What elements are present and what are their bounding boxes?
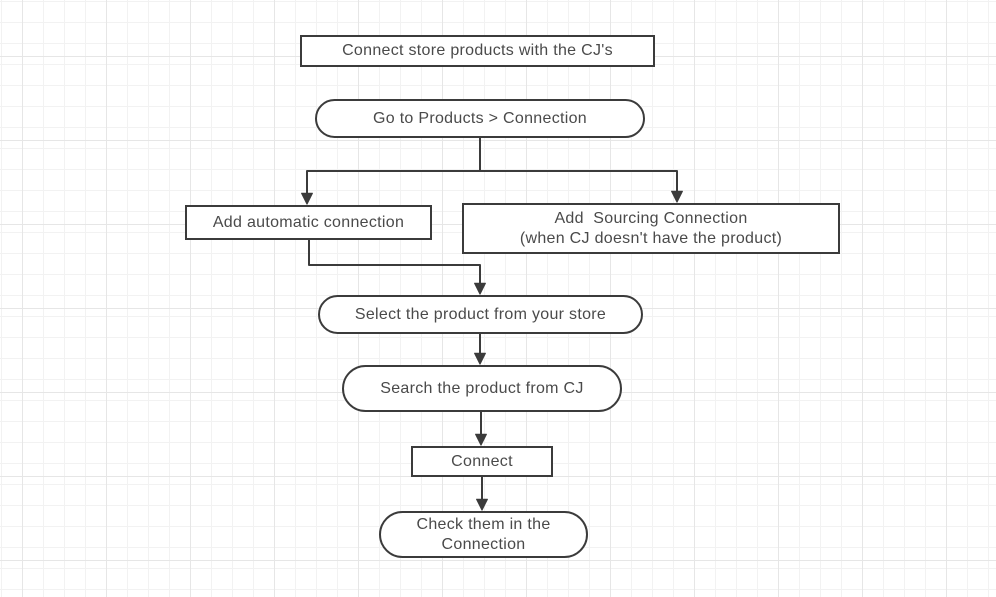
node-connect-store-title: Connect store products with the CJ's	[300, 35, 655, 67]
edge-goto-to-sourcing	[480, 170, 683, 203]
node-select-product-from-store: Select the product from your store	[318, 295, 643, 334]
edge-goto-to-auto	[301, 138, 481, 205]
node-go-to-products: Go to Products > Connection	[315, 99, 645, 138]
edge-auto-to-select	[308, 240, 486, 295]
node-check-connection: Check them in the Connection	[379, 511, 588, 558]
node-label: Connect store products with the CJ's	[342, 42, 613, 60]
node-connect: Connect	[411, 446, 553, 477]
node-add-automatic-connection: Add automatic connection	[185, 205, 432, 240]
node-sublabel: (when CJ doesn't have the product)	[519, 229, 783, 247]
node-label: Add automatic connection	[212, 213, 405, 231]
node-label: Search the product from CJ	[380, 379, 584, 397]
node-label: Go to Products > Connection	[373, 109, 587, 127]
node-add-sourcing-connection: Add Sourcing Connection (when CJ doesn't…	[462, 203, 840, 254]
node-sublabel: Connection	[441, 535, 526, 553]
node-label: Add Sourcing Connection	[554, 210, 748, 228]
node-label: Select the product from your store	[354, 305, 607, 323]
node-search-product-from-cj: Search the product from CJ	[342, 365, 622, 412]
node-label: Connect	[451, 452, 513, 470]
node-label: Check them in the	[416, 516, 551, 534]
